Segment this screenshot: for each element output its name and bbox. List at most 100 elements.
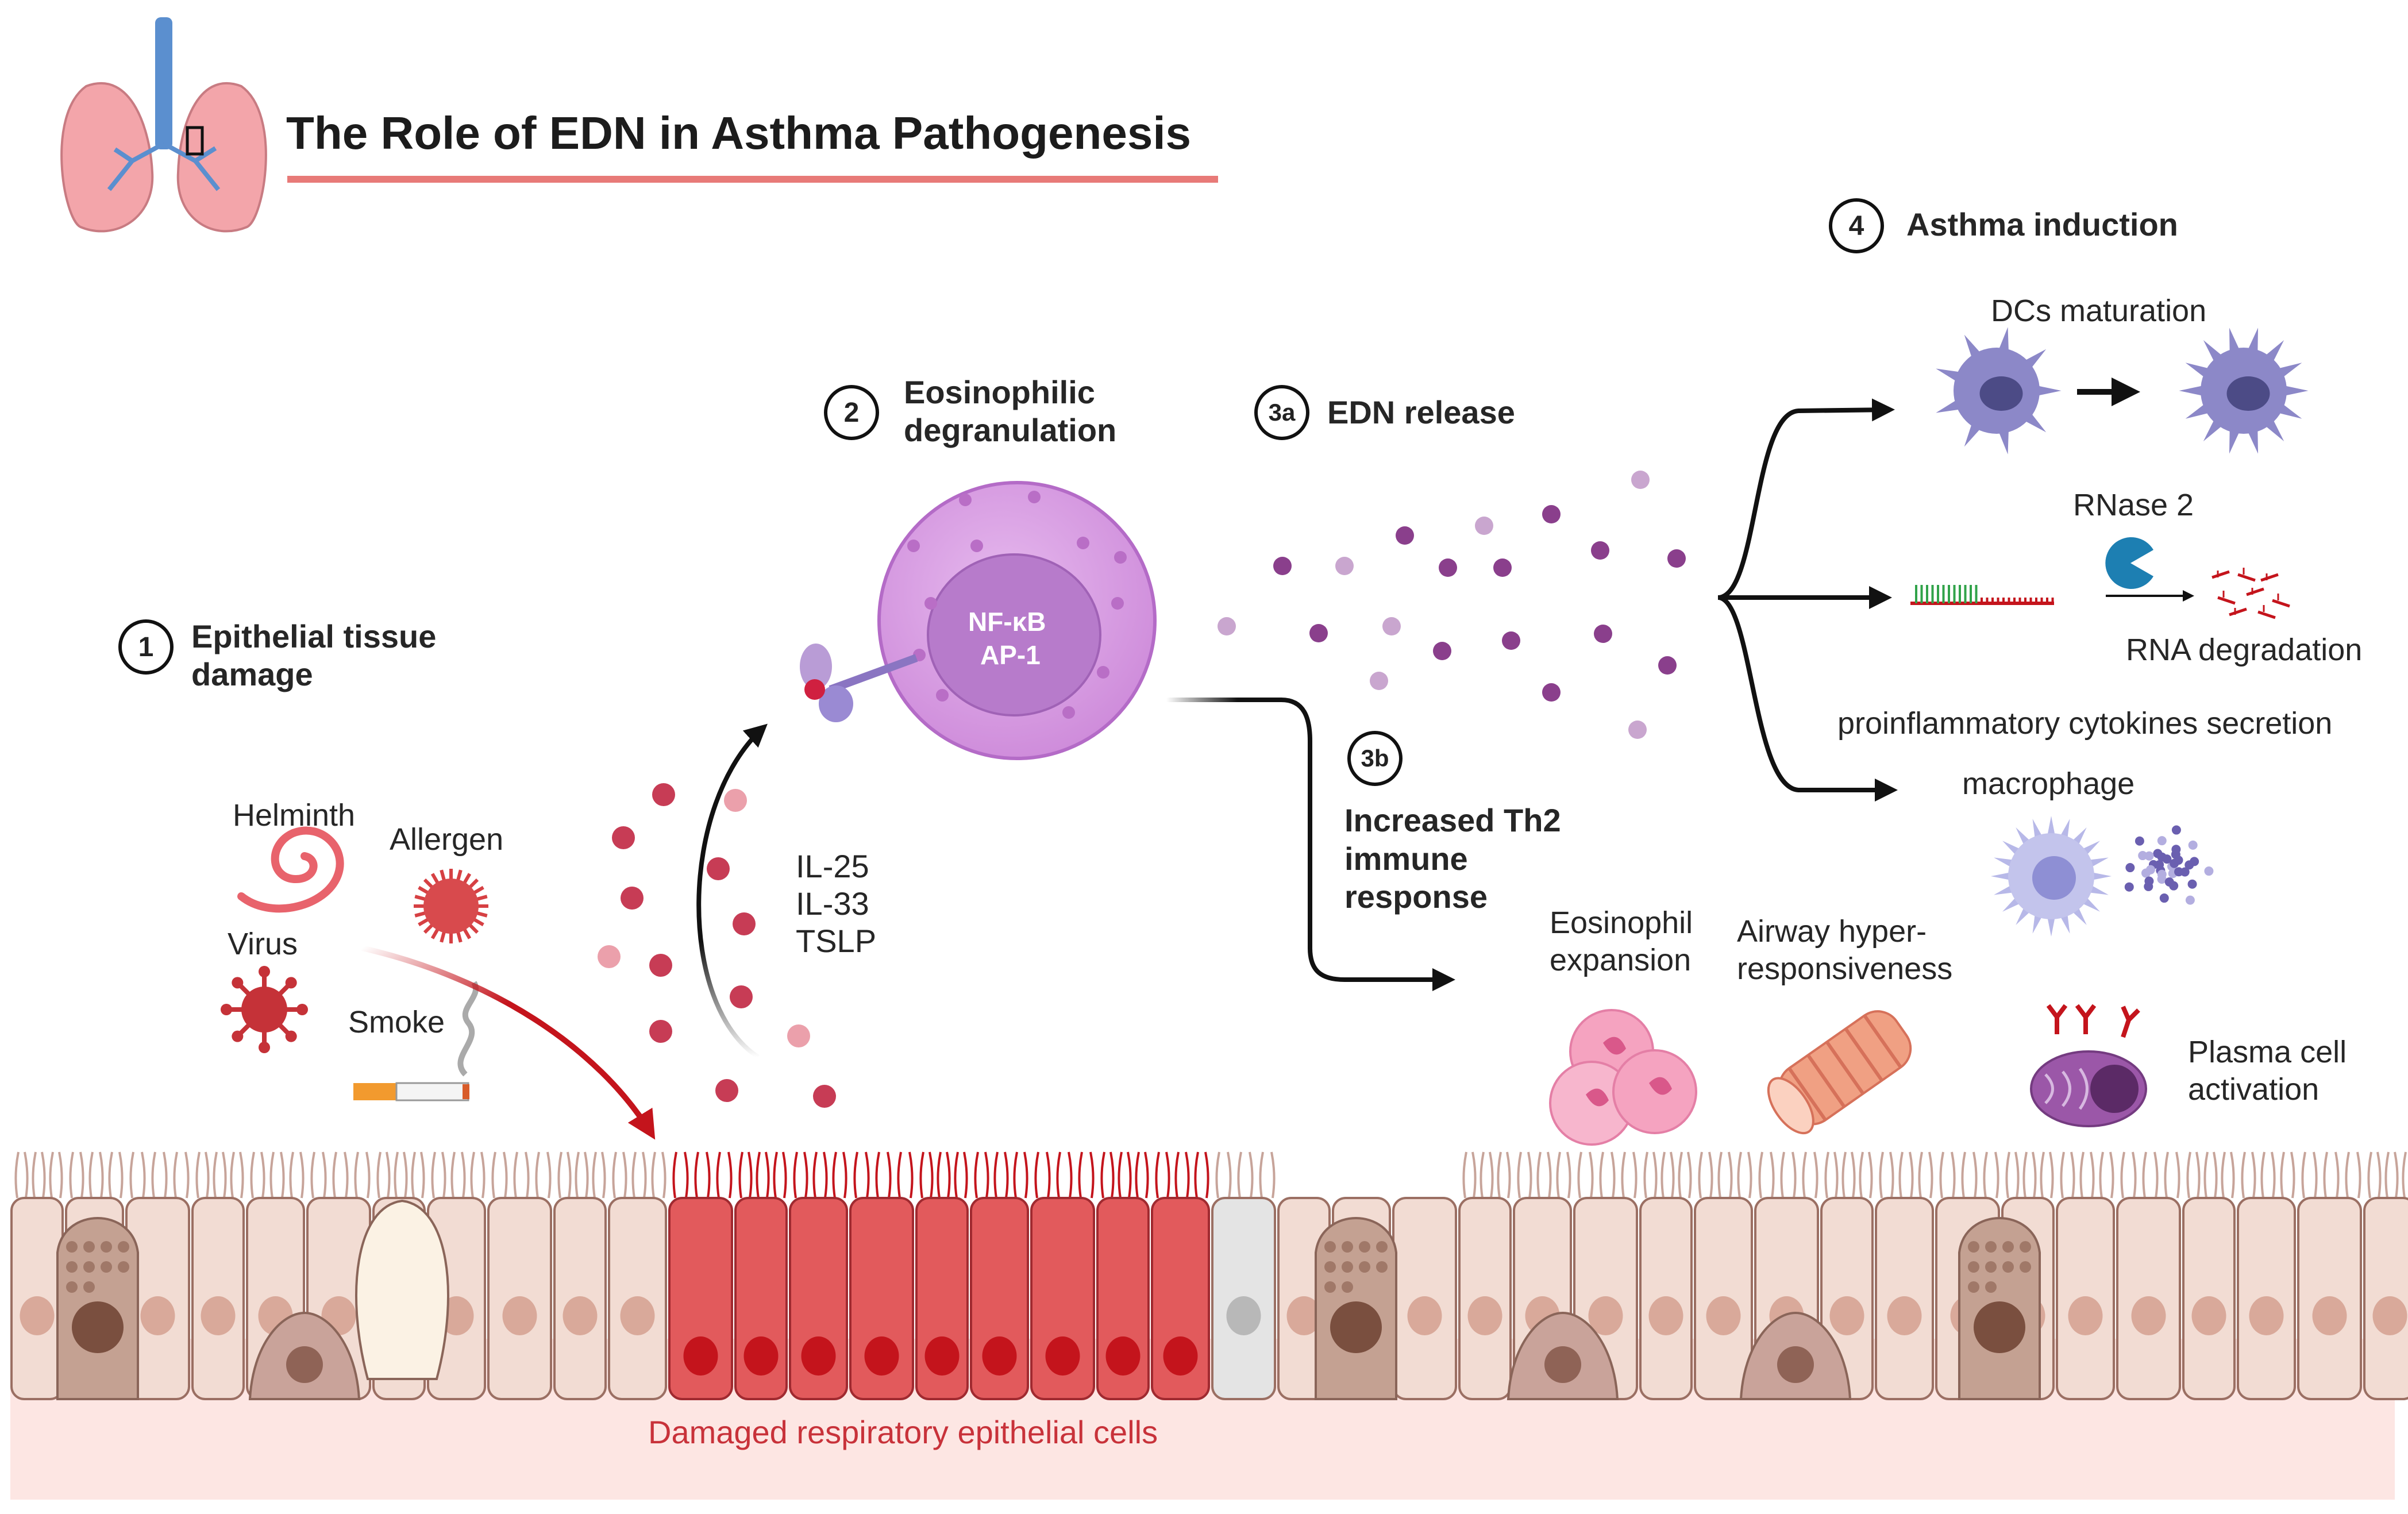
cilium: [461, 1151, 466, 1199]
cilium: [1813, 1151, 1818, 1199]
cilium: [622, 1151, 627, 1199]
cilium: [2241, 1151, 2246, 1199]
cilium: [1611, 1151, 1616, 1199]
eosinophil-expansion-line1: Eosinophil: [1550, 906, 1693, 940]
cilium: [280, 1151, 285, 1199]
cilium: [887, 1151, 892, 1199]
cilium: [1879, 1151, 1884, 1199]
cilium: [1527, 1151, 1532, 1199]
step-3b-label-line3: response: [1344, 879, 1488, 915]
macrophage-icon: [1991, 816, 2112, 937]
cilium: [2109, 1151, 2114, 1199]
cilium: [2203, 1151, 2209, 1199]
step-3a-label: EDN release: [1327, 394, 1515, 430]
cell-nucleus: [20, 1296, 55, 1335]
cilium: [1660, 1151, 1666, 1199]
cell-nucleus: [1887, 1296, 1922, 1335]
page-title: The Role of EDN in Asthma Pathogenesis: [286, 107, 1192, 159]
cell-nucleus: [620, 1296, 655, 1335]
cilium: [1841, 1151, 1847, 1199]
cilium: [525, 1151, 530, 1199]
cilium: [2186, 1151, 2191, 1199]
step-3b-label-line2: immune: [1344, 841, 1468, 877]
cilium: [1833, 1151, 1839, 1199]
cilium: [684, 1151, 689, 1199]
cilium: [108, 1151, 113, 1199]
cilium: [823, 1151, 828, 1199]
cilium: [1717, 1151, 1723, 1199]
cilium: [631, 1151, 637, 1199]
virus-icon: [221, 966, 308, 1053]
step-3b-label-line1: Increased Th2: [1344, 802, 1561, 838]
cilium: [694, 1151, 699, 1199]
cilium: [1013, 1151, 1018, 1199]
cell-nucleus: [1226, 1296, 1261, 1335]
airway-line1: Airway hyper-: [1737, 914, 1927, 949]
cilium: [1678, 1151, 1683, 1199]
cilium: [1127, 1151, 1132, 1199]
cilium: [1506, 1151, 1511, 1199]
cilium: [14, 1151, 20, 1199]
cilium: [1687, 1151, 1692, 1199]
cilium: [812, 1151, 818, 1199]
cilium: [1089, 1151, 1095, 1199]
cilium: [239, 1151, 244, 1199]
receptor-icon: [800, 644, 918, 722]
cilium: [1851, 1151, 1856, 1199]
cilium: [1270, 1151, 1276, 1199]
cilium: [1046, 1151, 1051, 1199]
cilium: [411, 1151, 416, 1199]
cilium: [954, 1151, 959, 1199]
damage-arrow: [361, 945, 656, 1140]
cilium: [195, 1151, 201, 1199]
cilium: [1068, 1151, 1073, 1199]
rnase-label: RNase 2: [2073, 488, 2194, 522]
plasma-cell-icon: [2030, 1004, 2147, 1127]
cilium: [289, 1151, 294, 1199]
cilium: [2022, 1151, 2028, 1199]
cilium: [513, 1151, 518, 1199]
cilium: [230, 1151, 235, 1199]
cilium: [1536, 1151, 1542, 1199]
cell-nucleus: [1829, 1296, 1864, 1335]
cilium: [420, 1151, 425, 1199]
cilium: [2070, 1151, 2075, 1199]
cell-nucleus: [140, 1296, 175, 1335]
cilium: [1652, 1151, 1658, 1199]
cilium: [853, 1151, 858, 1199]
cilium: [1889, 1151, 1894, 1199]
mature-dc-icon: [2179, 328, 2309, 454]
cilium: [184, 1151, 190, 1199]
cilium: [908, 1151, 914, 1199]
step-2-label-line2: degranulation: [904, 412, 1117, 448]
cilium: [2132, 1151, 2137, 1199]
cilium: [1462, 1151, 1467, 1199]
cilium: [141, 1151, 146, 1199]
cilium: [1643, 1151, 1648, 1199]
cilium: [738, 1151, 743, 1199]
cilium: [1480, 1151, 1485, 1199]
cilium: [661, 1151, 666, 1199]
cilium: [1078, 1151, 1083, 1199]
cilium: [1109, 1151, 1115, 1199]
cell-nucleus: [1045, 1336, 1080, 1376]
cilium: [213, 1151, 218, 1199]
helminth-icon: [237, 826, 344, 913]
cilium: [2079, 1151, 2085, 1199]
cytokine-cloud-icon: [2124, 825, 2214, 905]
cilium: [1517, 1151, 1522, 1199]
cell-nucleus: [1648, 1296, 1683, 1335]
cilium: [1859, 1151, 1864, 1199]
cilium: [1135, 1151, 1140, 1199]
cilium: [546, 1151, 552, 1199]
cell-nucleus: [2312, 1296, 2347, 1335]
cilium: [58, 1151, 63, 1199]
cilium: [1599, 1151, 1604, 1199]
cell-nucleus: [864, 1336, 899, 1376]
cilium: [222, 1151, 227, 1199]
cilium: [592, 1151, 597, 1199]
cilium: [2090, 1151, 2095, 1199]
step-1-badge: 1: [118, 619, 174, 675]
cilium: [450, 1151, 456, 1199]
